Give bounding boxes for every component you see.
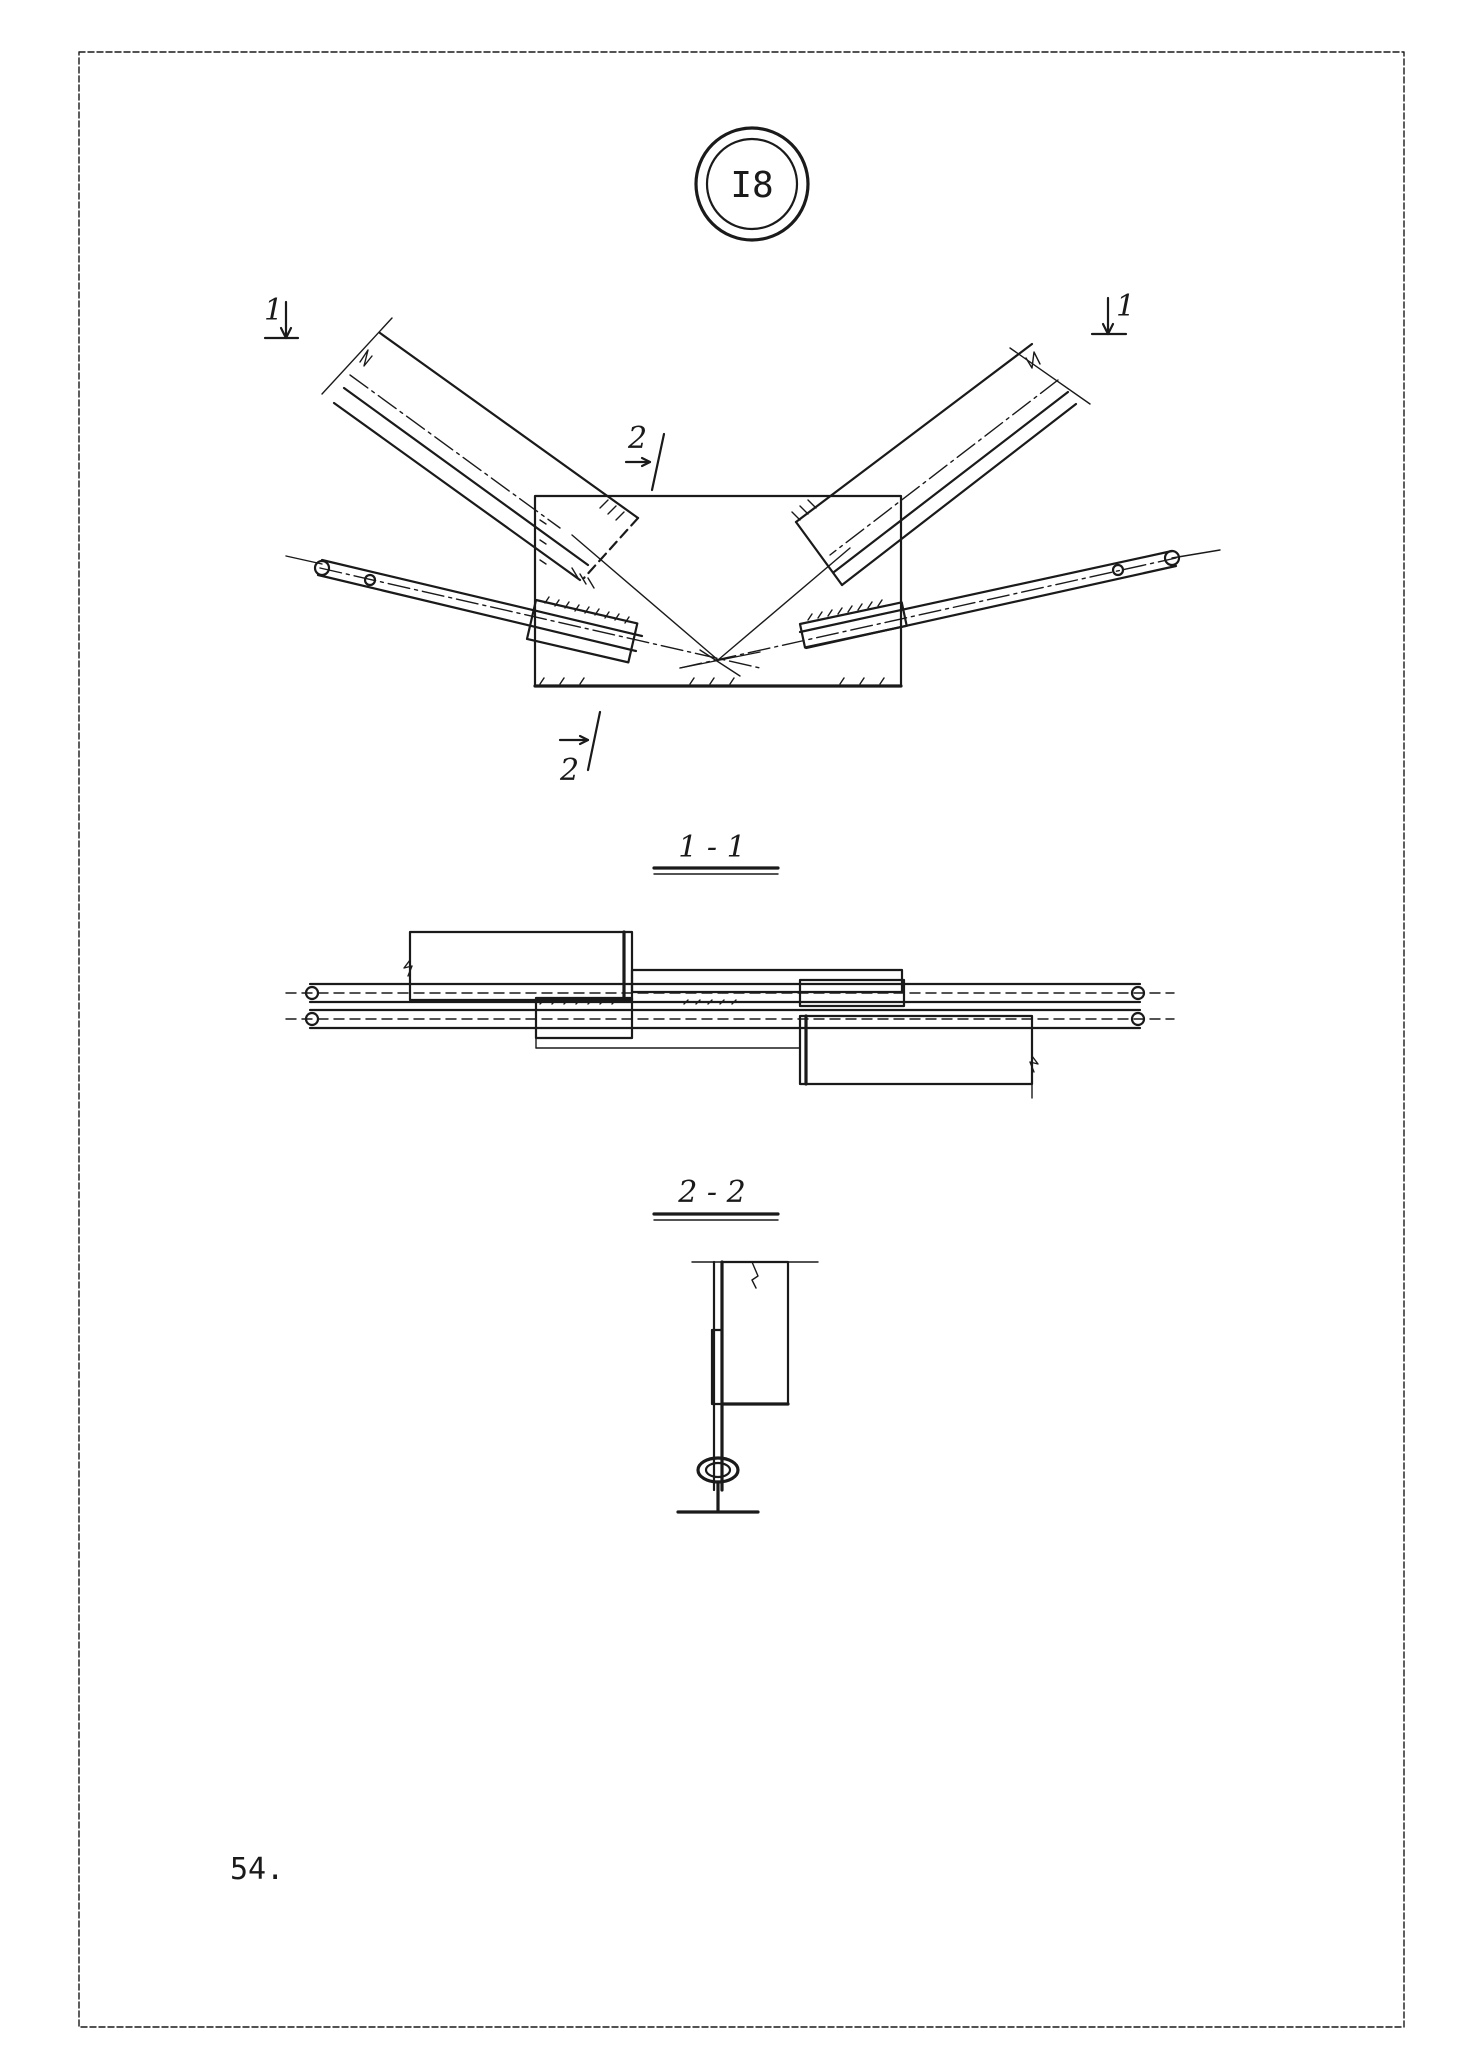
page-number: 54. xyxy=(230,1852,284,1887)
section-marker-2-bottom: 2 xyxy=(558,710,602,788)
section-2-2: 2 - 2 xyxy=(652,1175,819,1514)
right-break-mark xyxy=(1025,351,1041,369)
section-label-2-bottom: 2 xyxy=(559,753,579,788)
section-label-1-left: 1 xyxy=(264,293,283,328)
plan-view: 1 1 2 2 xyxy=(263,289,1221,788)
section-marker-2-top: 2 xyxy=(624,421,666,492)
section-marker-1-right: 1 xyxy=(1090,289,1135,336)
right-chord-rod xyxy=(679,549,1221,669)
left-chord-rod xyxy=(285,555,761,669)
node-number-badge: I8 xyxy=(694,126,810,242)
left-break-mark xyxy=(359,349,373,367)
section-1-1: 1 - 1 xyxy=(285,830,1175,1099)
section-title-1-1: 1 - 1 xyxy=(678,830,745,865)
gusset-plate xyxy=(533,494,903,688)
section-label-1-right: 1 xyxy=(1116,289,1135,324)
right-diagonal-member xyxy=(717,342,1091,661)
section-label-2-top: 2 xyxy=(627,421,647,456)
section-title-2-2: 2 - 2 xyxy=(677,1175,745,1210)
left-diagonal-member xyxy=(321,317,719,661)
sheet-frame xyxy=(78,51,1405,2028)
node-number: I8 xyxy=(730,165,773,206)
section-marker-1-left: 1 xyxy=(263,293,300,340)
